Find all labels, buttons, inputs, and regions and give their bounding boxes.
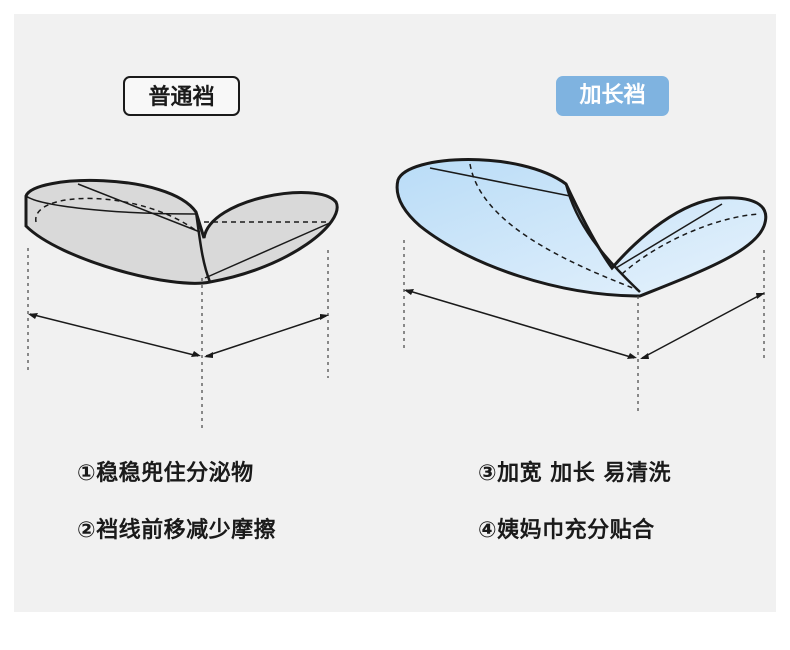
long-length-arrow-left [405,289,635,359]
long-crotch-label: 加长裆 [556,76,669,116]
length-arrow-right [205,315,327,357]
long-crotch-shape [395,158,768,298]
long-crotch-diagram [395,158,768,414]
normal-crotch-diagram [24,179,339,428]
feature-item-4: ④姨妈巾充分贴合 [478,518,655,543]
feature-item-2: ②裆线前移减少摩擦 [77,518,277,543]
normal-crotch-label: 普通裆 [123,76,240,116]
length-arrow-left [29,313,199,357]
long-length-arrow-right [641,293,763,359]
feature-item-1: ①稳稳兜住分泌物 [77,461,254,486]
feature-item-3: ③加宽 加长 易清洗 [478,461,671,486]
normal-crotch-shape [24,179,339,285]
